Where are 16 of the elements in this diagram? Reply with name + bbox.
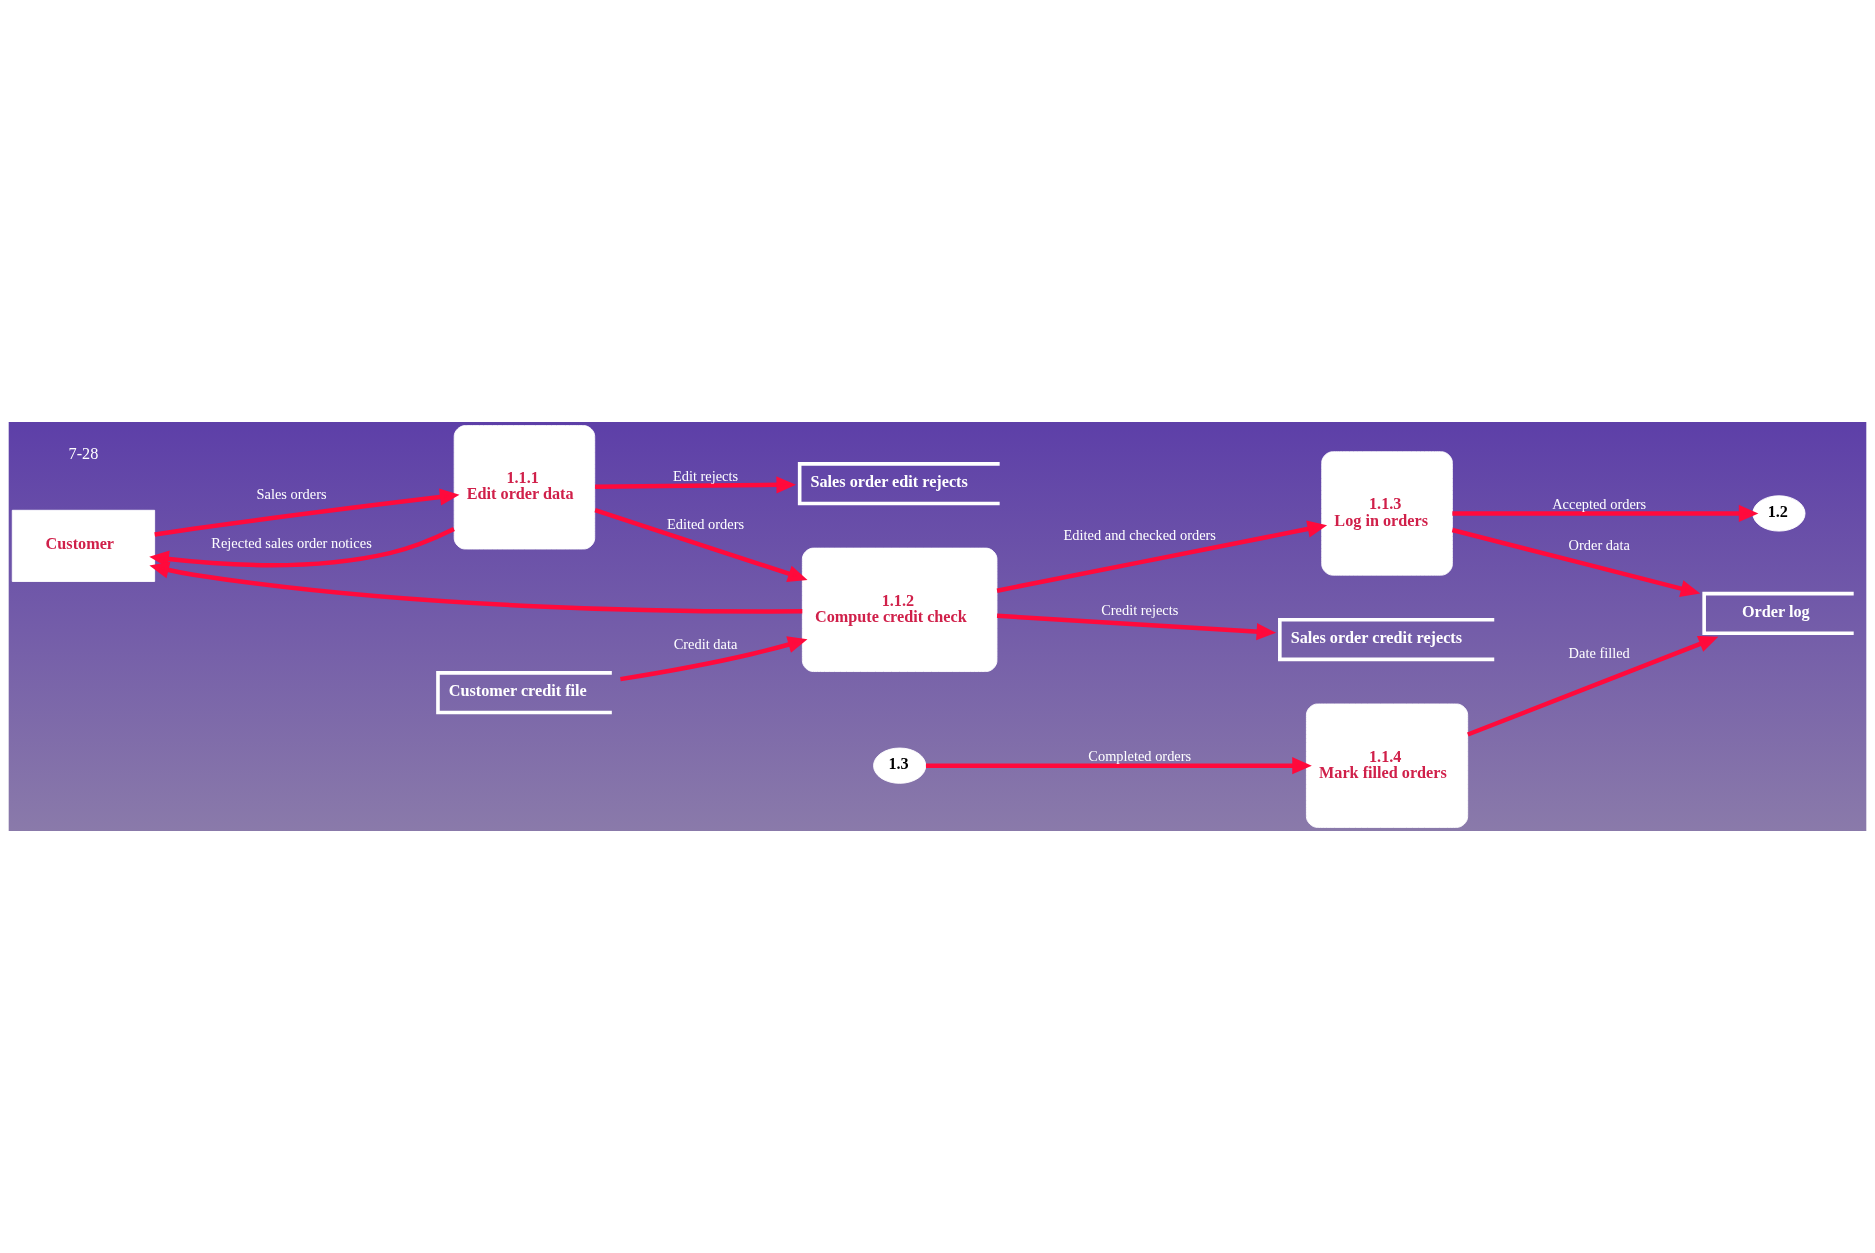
edge-label: Sales orders	[256, 485, 327, 502]
node-text: Order log	[1741, 602, 1810, 621]
edge-label: Edit rejects	[672, 467, 739, 484]
edge-label: Accepted orders	[1552, 495, 1647, 512]
edge-label: Credit rejects	[1101, 602, 1179, 619]
edge-label: Order data	[1568, 537, 1630, 554]
node-text: Sales order edit rejects	[810, 472, 968, 491]
edge-label: Edited and checked orders	[1063, 527, 1216, 544]
node-text: Sales order credit rejects	[1290, 628, 1463, 647]
label: 7-28	[68, 444, 99, 463]
edge-label: Date filled	[1568, 645, 1630, 662]
edge-label: Rejected sales order notices	[211, 535, 372, 552]
edge-label: Completed orders	[1088, 748, 1192, 764]
edge-label: Edited orders	[666, 516, 745, 533]
node-text: Customer credit file	[448, 681, 587, 700]
edge-label: Credit data	[673, 636, 738, 653]
